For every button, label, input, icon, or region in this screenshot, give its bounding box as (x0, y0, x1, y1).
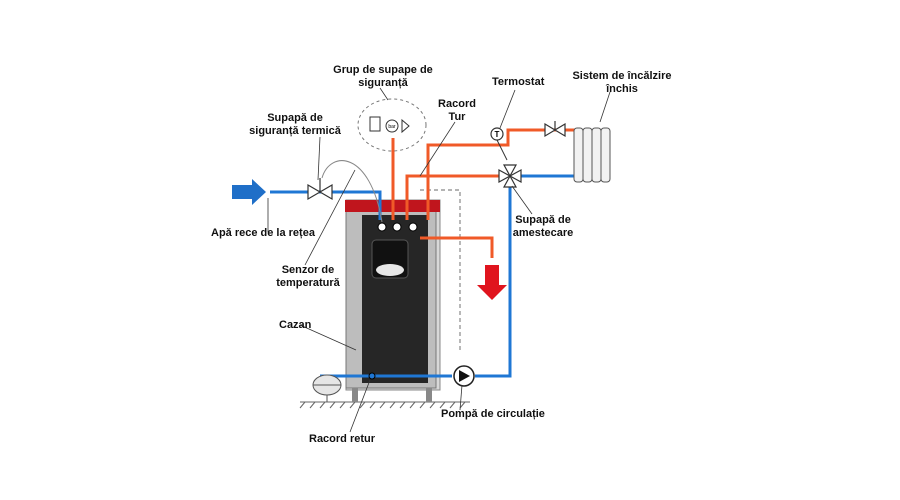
flow-connection-line1: Racord (438, 98, 476, 110)
heating-system-line1: Sistem de încălzire (572, 70, 672, 82)
thermostat-symbol: T (495, 130, 500, 139)
pressure-unit-label: bar (388, 124, 396, 130)
hot-flow-pipes (391, 128, 575, 258)
thermal-safety-valve (307, 178, 333, 201)
thermal-valve-line2: siguranță termică (249, 125, 341, 137)
thermal-valve-line1: Supapă de (267, 112, 323, 124)
radiator (573, 127, 611, 183)
return-connection-label: Racord retur (309, 433, 376, 445)
boiler (345, 199, 441, 402)
radiator-valve (544, 121, 566, 138)
sensor-capillary (321, 160, 383, 223)
boiler-window (376, 264, 404, 276)
safety-valve-group-label: Grup de supape de siguranță (323, 64, 443, 90)
safety-valve-group: bar (357, 98, 427, 152)
heating-system-label: Sistem de încălzire închis (567, 70, 677, 96)
cold-water-label: Apă rece de la rețea (211, 227, 315, 239)
safety-valve-group-line1: Grup de supape de (333, 64, 433, 76)
temp-sensor-label: Senzor de temperatură (268, 264, 348, 290)
mixing-valve-line2: amestecare (512, 227, 574, 239)
return-connection-marker (368, 372, 376, 380)
thermostat: T (490, 127, 508, 161)
mixing-valve-line1: Supapă de (515, 214, 571, 226)
circulation-pump (453, 365, 475, 387)
flow-arrow-down (477, 265, 507, 300)
thermostat-label: Termostat (492, 76, 545, 88)
boiler-label: Cazan (279, 319, 312, 331)
flow-connection-label: Racord Tur (433, 98, 481, 124)
expansion-vessel (312, 374, 342, 402)
circulation-pump-label: Pompă de circulație (441, 408, 545, 420)
heating-system-line2: închis (606, 83, 638, 95)
safety-valve-group-line2: siguranță (358, 77, 408, 89)
boiler-feet (352, 388, 358, 402)
thermal-valve-label: Supapă de siguranță termică (240, 112, 350, 138)
mixing-valve (498, 164, 522, 188)
flow-connection-line2: Tur (448, 111, 466, 123)
temp-sensor-line2: temperatură (276, 277, 340, 289)
temp-sensor-line1: Senzor de (281, 264, 335, 276)
leader-lines (267, 87, 611, 433)
ground (299, 401, 470, 409)
mixing-valve-label: Supapă de amestecare (508, 214, 578, 240)
inlet-arrow (232, 179, 266, 205)
